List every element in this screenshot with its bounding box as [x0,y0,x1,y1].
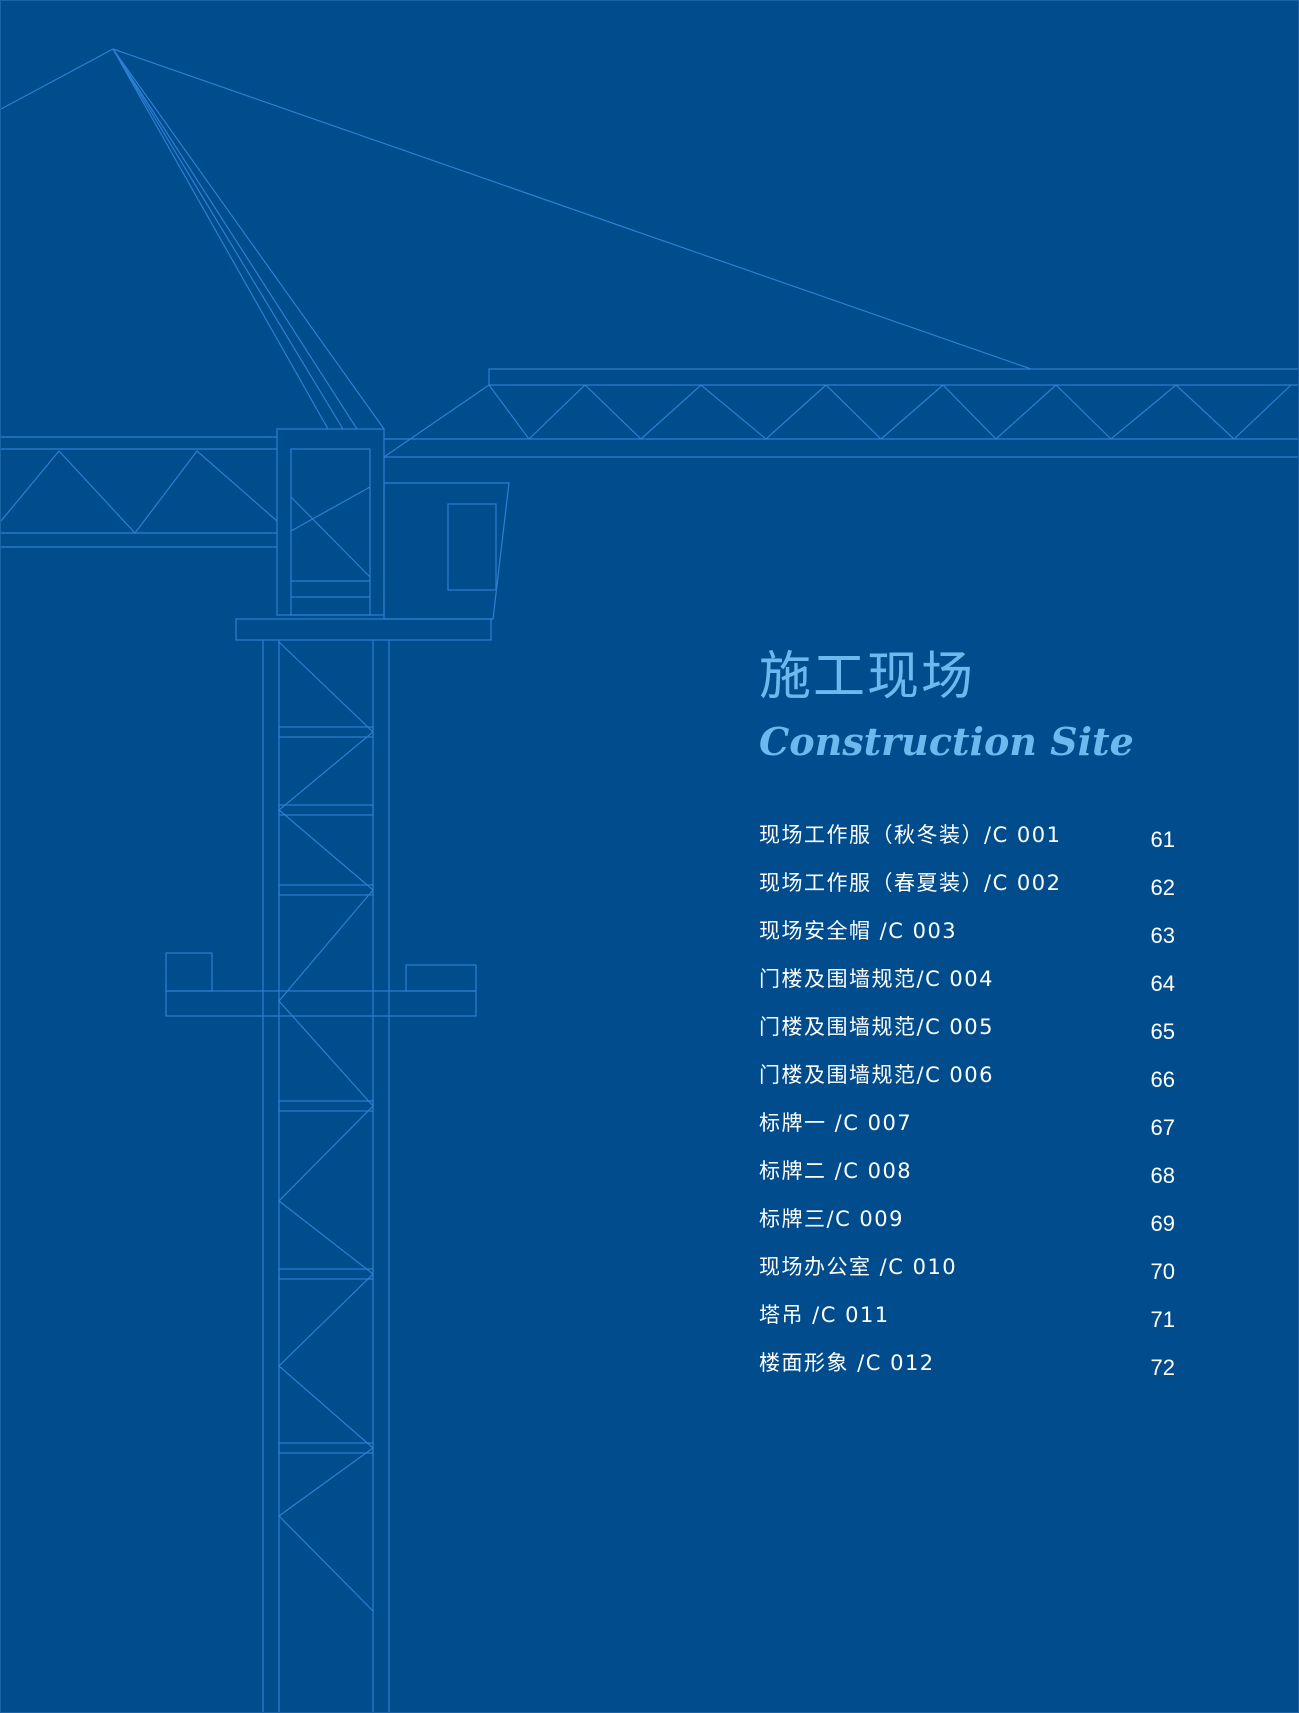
toc-item-label: 现场工作服（春夏装）/C 002 [759,871,1062,895]
toc-item[interactable]: 楼面形象 /C 012 72 [759,1351,1179,1399]
toc-item-page: 63 [1150,923,1175,948]
toc-item-label: 门楼及围墙规范/C 006 [759,1063,994,1087]
toc-item-label: 门楼及围墙规范/C 005 [759,1015,994,1039]
toc-item-page: 71 [1150,1307,1175,1332]
toc-item-page: 68 [1150,1163,1175,1188]
toc-item-page: 66 [1150,1067,1175,1092]
toc-item-page: 67 [1150,1115,1175,1140]
toc-item[interactable]: 现场工作服（春夏装）/C 002 62 [759,871,1179,919]
toc-item[interactable]: 现场办公室 /C 010 70 [759,1255,1179,1303]
toc-item-page: 64 [1150,971,1175,996]
section-title-chinese: 施工现场 [759,647,976,707]
toc-item-label: 塔吊 /C 011 [759,1303,890,1327]
toc-item-page: 69 [1150,1211,1175,1236]
toc-item-page: 62 [1150,875,1175,900]
toc-item[interactable]: 现场工作服（秋冬装）/C 001 61 [759,823,1179,871]
toc-item[interactable]: 标牌一 /C 007 67 [759,1111,1179,1159]
toc-item-page: 61 [1150,827,1175,852]
toc-item-page: 70 [1150,1259,1175,1284]
toc-item-label: 标牌二 /C 008 [759,1159,913,1183]
toc-item-label: 现场工作服（秋冬装）/C 001 [759,823,1062,847]
toc-item[interactable]: 现场安全帽 /C 003 63 [759,919,1179,967]
toc-item-label: 现场办公室 /C 010 [759,1255,958,1279]
toc-item[interactable]: 标牌三/C 009 69 [759,1207,1179,1255]
toc-item[interactable]: 标牌二 /C 008 68 [759,1159,1179,1207]
toc-item-label: 楼面形象 /C 012 [759,1351,935,1375]
section-title-english: Construction Site [759,719,1134,764]
toc-item-page: 72 [1150,1355,1175,1380]
toc-item-label: 门楼及围墙规范/C 004 [759,967,994,991]
toc-item-label: 标牌三/C 009 [759,1207,904,1231]
toc-item[interactable]: 门楼及围墙规范/C 005 65 [759,1015,1179,1063]
toc-item[interactable]: 门楼及围墙规范/C 004 64 [759,967,1179,1015]
toc-item-label: 现场安全帽 /C 003 [759,919,958,943]
table-of-contents: 现场工作服（秋冬装）/C 001 61 现场工作服（春夏装）/C 002 62 … [759,823,1179,1399]
toc-item[interactable]: 塔吊 /C 011 71 [759,1303,1179,1351]
toc-item-label: 标牌一 /C 007 [759,1111,913,1135]
toc-item[interactable]: 门楼及围墙规范/C 006 66 [759,1063,1179,1111]
toc-item-page: 65 [1150,1019,1175,1044]
